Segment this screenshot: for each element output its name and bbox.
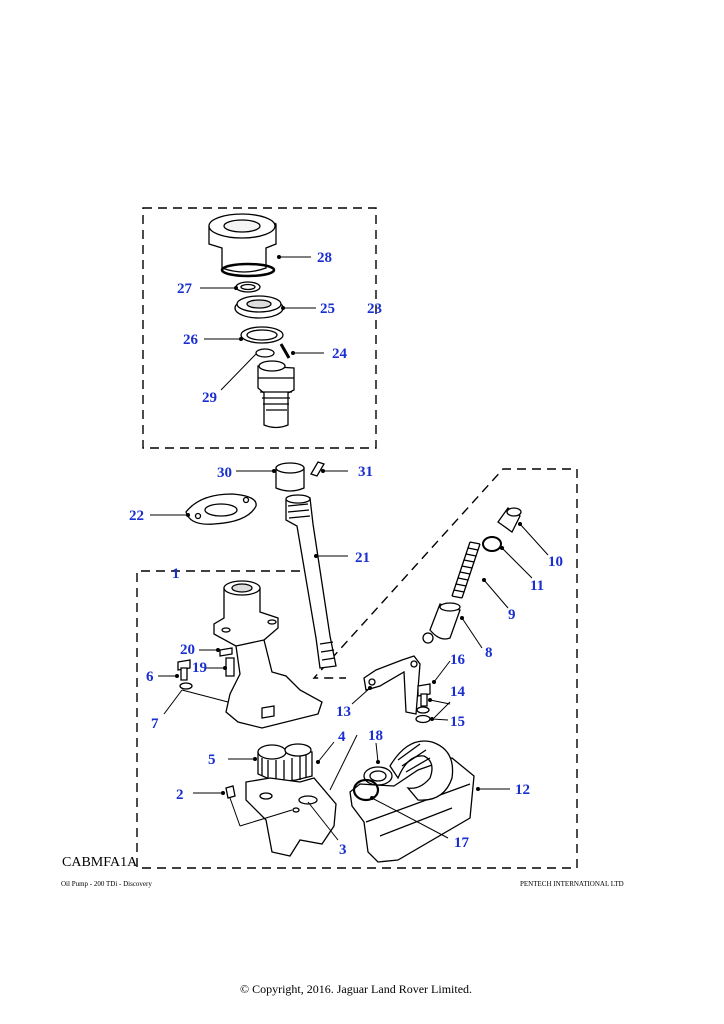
part-pump-housing [245, 777, 337, 857]
leader-dots [175, 255, 522, 800]
callout-23: 23 [367, 301, 382, 317]
callout-15: 15 [450, 714, 465, 730]
callout-3: 3 [339, 842, 347, 858]
callout-17: 17 [454, 835, 470, 851]
callout-29: 29 [202, 390, 217, 406]
group-1-outline [136, 468, 578, 869]
diagram-title-caption: Oil Pump - 200 TDi - Discovery [61, 880, 152, 888]
part-washer [240, 326, 284, 344]
part-plug [497, 507, 522, 533]
part-bolt-washer [177, 659, 193, 690]
part-dowel [225, 785, 236, 799]
part-bearing [234, 295, 284, 319]
part-small-ring [255, 348, 275, 358]
part-bracket-bolt [415, 683, 431, 724]
part-sleeve [275, 462, 305, 492]
part-pump-body [213, 580, 323, 729]
callout-1: 1 [172, 566, 180, 582]
callout-4: 4 [338, 729, 346, 745]
callout-12: 12 [515, 782, 530, 798]
group-23-outline [142, 207, 377, 449]
group-outlines [136, 207, 578, 869]
parts-linework [177, 213, 522, 863]
part-gears [257, 743, 313, 783]
callout-31: 31 [358, 464, 373, 480]
part-bracket [363, 655, 421, 715]
part-o-ring [352, 778, 380, 802]
callout-7: 7 [151, 716, 159, 732]
publisher-caption: PENTECH INTERNATIONAL LTD [520, 880, 624, 888]
callout-20: 20 [180, 642, 195, 658]
callout-11: 11 [530, 578, 544, 594]
callout-9: 9 [508, 607, 516, 623]
part-long-shaft [285, 494, 337, 669]
callout-10: 10 [548, 554, 563, 570]
callout-22: 22 [129, 508, 144, 524]
callout-18: 18 [368, 728, 383, 744]
copyright-notice: © Copyright, 2016. Jaguar Land Rover Lim… [239, 982, 473, 996]
callout-21: 21 [355, 550, 370, 566]
callouts: 1 2 3 4 5 6 7 8 9 10 11 12 13 14 15 16 1… [129, 250, 563, 858]
part-cup-housing [208, 213, 277, 278]
callout-27: 27 [177, 281, 193, 297]
callout-5: 5 [208, 752, 216, 768]
part-plunger [422, 602, 461, 644]
callout-14: 14 [450, 684, 466, 700]
part-gasket [185, 493, 257, 525]
callout-28: 28 [317, 250, 332, 266]
callout-2: 2 [176, 787, 184, 803]
part-bolt [310, 461, 325, 477]
callout-19: 19 [192, 660, 207, 676]
callout-6: 6 [146, 669, 154, 685]
callout-13: 13 [336, 704, 351, 720]
part-pin [279, 343, 291, 359]
part-drive-gear-shaft [257, 360, 295, 429]
leader-lines [150, 256, 549, 841]
callout-8: 8 [485, 645, 493, 661]
callout-26: 26 [183, 332, 199, 348]
diagram-reference-code: CABMFA1A [62, 855, 138, 870]
callout-24: 24 [332, 346, 348, 362]
callout-16: 16 [450, 652, 466, 668]
part-spring [451, 541, 481, 599]
part-plug-washer [482, 536, 502, 552]
callout-25: 25 [320, 301, 335, 317]
callout-30: 30 [217, 465, 232, 481]
part-circlip [235, 281, 261, 293]
part-stud-nut [219, 647, 235, 677]
